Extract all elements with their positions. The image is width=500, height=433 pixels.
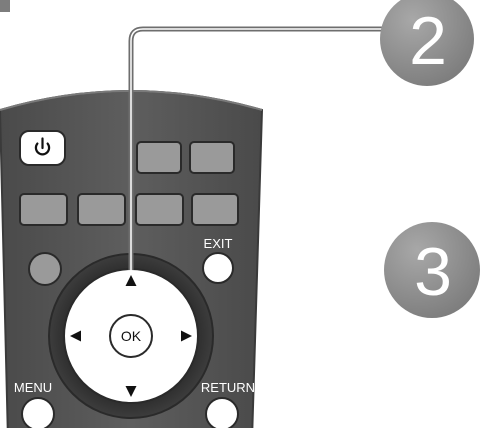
- function-button-3[interactable]: [20, 194, 67, 225]
- function-button-4[interactable]: [78, 194, 125, 225]
- return-button[interactable]: [206, 398, 238, 428]
- function-button-6[interactable]: [192, 194, 238, 225]
- step-2-number: 2: [409, 3, 447, 79]
- return-label: RETURN: [201, 380, 255, 395]
- partial-step-marker: [0, 0, 10, 12]
- ok-label: OK: [121, 328, 142, 344]
- menu-button[interactable]: [22, 398, 54, 428]
- step-3-marker: 3: [384, 222, 480, 318]
- round-button-left[interactable]: [29, 253, 61, 285]
- step-3-number: 3: [414, 234, 452, 310]
- function-button-2[interactable]: [190, 142, 234, 173]
- menu-label: MENU: [14, 380, 52, 395]
- function-button-1[interactable]: [137, 142, 181, 173]
- step-2-marker: 2: [380, 0, 474, 86]
- function-button-5[interactable]: [136, 194, 183, 225]
- exit-label: EXIT: [204, 236, 233, 251]
- navigation-pad: OK: [49, 254, 213, 418]
- exit-button[interactable]: [203, 253, 233, 283]
- power-button[interactable]: [20, 131, 65, 165]
